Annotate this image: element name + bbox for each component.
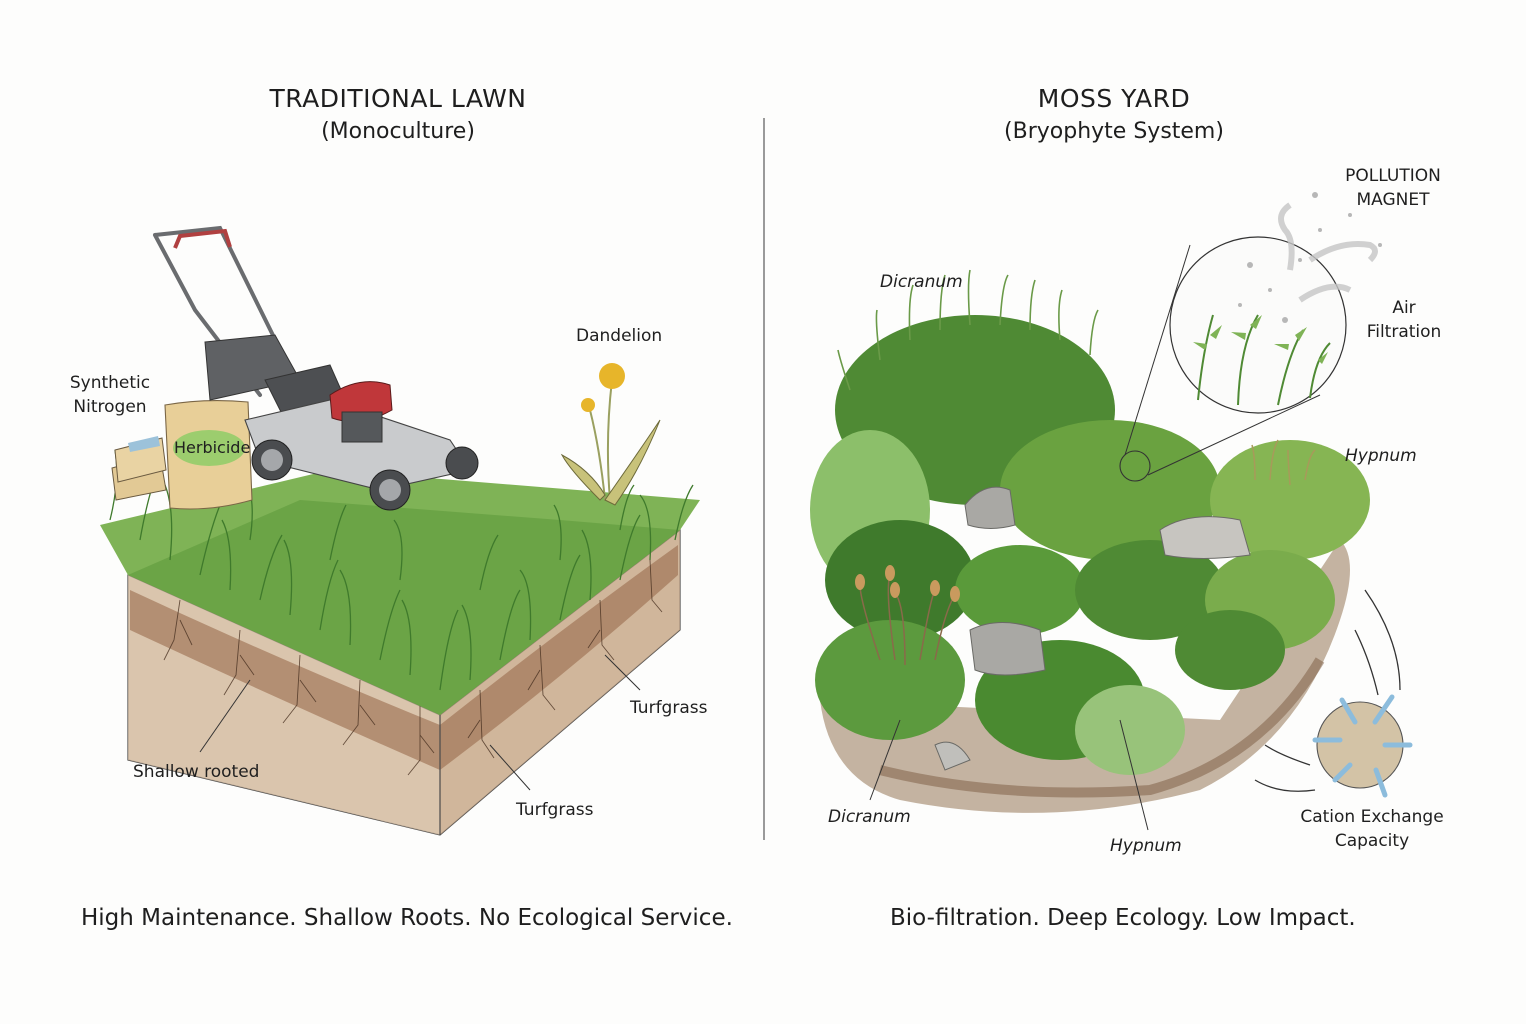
right-panel-subtitle: (Bryophyte System) bbox=[1004, 119, 1224, 144]
shallow-rooted-label: Shallow rooted bbox=[133, 762, 260, 782]
cation-exchange-disc-icon bbox=[1254, 589, 1413, 798]
dandelion-label: Dandelion bbox=[576, 326, 663, 346]
moss-mounds-icon bbox=[810, 315, 1370, 775]
cec-flow-arrows-icon bbox=[1254, 589, 1401, 792]
cation-exchange-capacity-label: Cation Exchange Capacity bbox=[1300, 807, 1444, 851]
turfgrass-bottom-label: Turfgrass bbox=[516, 800, 594, 820]
lawn-mower-icon bbox=[153, 225, 479, 511]
hypnum-right-label: Hypnum bbox=[1345, 446, 1417, 466]
capsule-tips bbox=[855, 565, 960, 602]
herbicide-label: Herbicide bbox=[174, 438, 251, 457]
hypnum-bottom-label: Hypnum bbox=[1110, 836, 1182, 856]
callout-leaders bbox=[199, 654, 641, 791]
dandelion-icon bbox=[560, 363, 661, 506]
right-panel-tagline: Bio-filtration. Deep Ecology. Low Impact… bbox=[890, 905, 1356, 931]
right-panel-title: MOSS YARD bbox=[1037, 84, 1191, 113]
dicranum-bottom-label: Dicranum bbox=[828, 807, 911, 827]
pollution-swirls-icon bbox=[1278, 202, 1378, 303]
turfgrass-right-label: Turfgrass bbox=[630, 698, 708, 718]
pollution-magnet-label: POLLUTION MAGNET bbox=[1345, 166, 1441, 210]
hypnum-sporophytes-icon bbox=[1251, 439, 1316, 486]
air-filtration-inset-icon bbox=[1119, 192, 1382, 482]
dicranum-sporophytes-icon bbox=[837, 269, 1099, 391]
left-panel-subtitle: (Monoculture) bbox=[321, 119, 475, 144]
rocks-icon bbox=[934, 486, 1251, 771]
left-panel-tagline: High Maintenance. Shallow Roots. No Ecol… bbox=[81, 905, 733, 931]
traditional-lawn-illustration bbox=[100, 225, 700, 836]
synthetic-nitrogen-label: Synthetic Nitrogen bbox=[69, 373, 151, 417]
synthetic-nitrogen-bags-icon bbox=[111, 436, 167, 501]
herbicide-bag-icon bbox=[164, 400, 253, 510]
turfgrass-surface-icon bbox=[100, 449, 700, 715]
left-panel-title: TRADITIONAL LAWN bbox=[269, 84, 527, 113]
pollution-particles bbox=[1238, 192, 1382, 323]
panel-divider bbox=[763, 118, 765, 840]
moss-yard-illustration bbox=[810, 192, 1413, 831]
air-filtration-label: Air Filtration bbox=[1366, 298, 1442, 342]
dicranum-top-label: Dicranum bbox=[880, 272, 963, 292]
dicranum-capsules-icon bbox=[859, 574, 956, 666]
soil-block-icon bbox=[127, 528, 681, 836]
